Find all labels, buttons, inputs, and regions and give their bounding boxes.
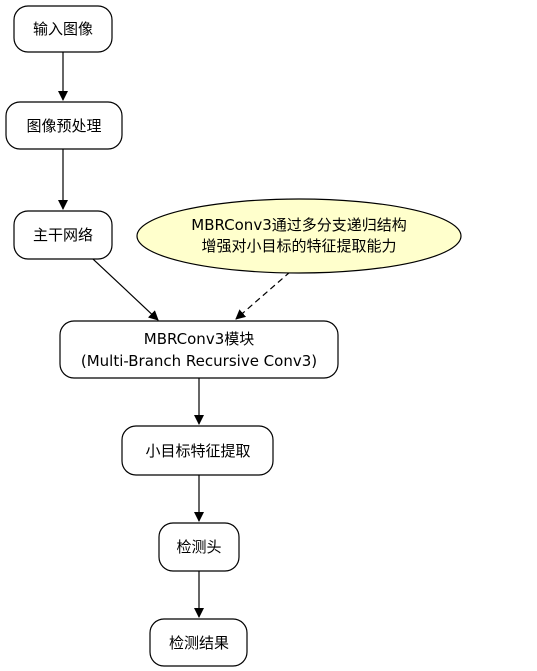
node-preprocess-label: 图像预处理 <box>26 117 101 135</box>
node-mbrconv3-title: MBRConv3模块 <box>144 330 255 348</box>
edge-backbone-to-mbrconv <box>92 258 159 321</box>
node-detection-head: 检测头 <box>158 522 240 572</box>
node-backbone: 主干网络 <box>13 210 113 260</box>
node-mbrconv3: MBRConv3模块 (Multi-Branch Recursive Conv3… <box>59 320 339 379</box>
node-backbone-label: 主干网络 <box>33 226 93 244</box>
node-mbrconv3-subtitle: (Multi-Branch Recursive Conv3) <box>81 352 317 370</box>
node-small-object-label: 小目标特征提取 <box>145 442 250 460</box>
node-input-image: 输入图像 <box>13 5 113 53</box>
note-ellipse: MBRConv3通过多分支递归结构 增强对小目标的特征提取能力 <box>136 198 462 274</box>
edge-note-to-mbrconv <box>235 271 291 320</box>
note-line-1: MBRConv3通过多分支递归结构 <box>191 216 407 234</box>
node-detection-result-label: 检测结果 <box>169 634 229 652</box>
node-small-object: 小目标特征提取 <box>121 425 274 476</box>
note-line-2: 增强对小目标的特征提取能力 <box>201 237 396 255</box>
node-input-image-label: 输入图像 <box>33 20 93 38</box>
node-detection-result: 检测结果 <box>149 618 248 667</box>
node-detection-head-label: 检测头 <box>176 538 221 556</box>
node-preprocess: 图像预处理 <box>5 101 123 150</box>
